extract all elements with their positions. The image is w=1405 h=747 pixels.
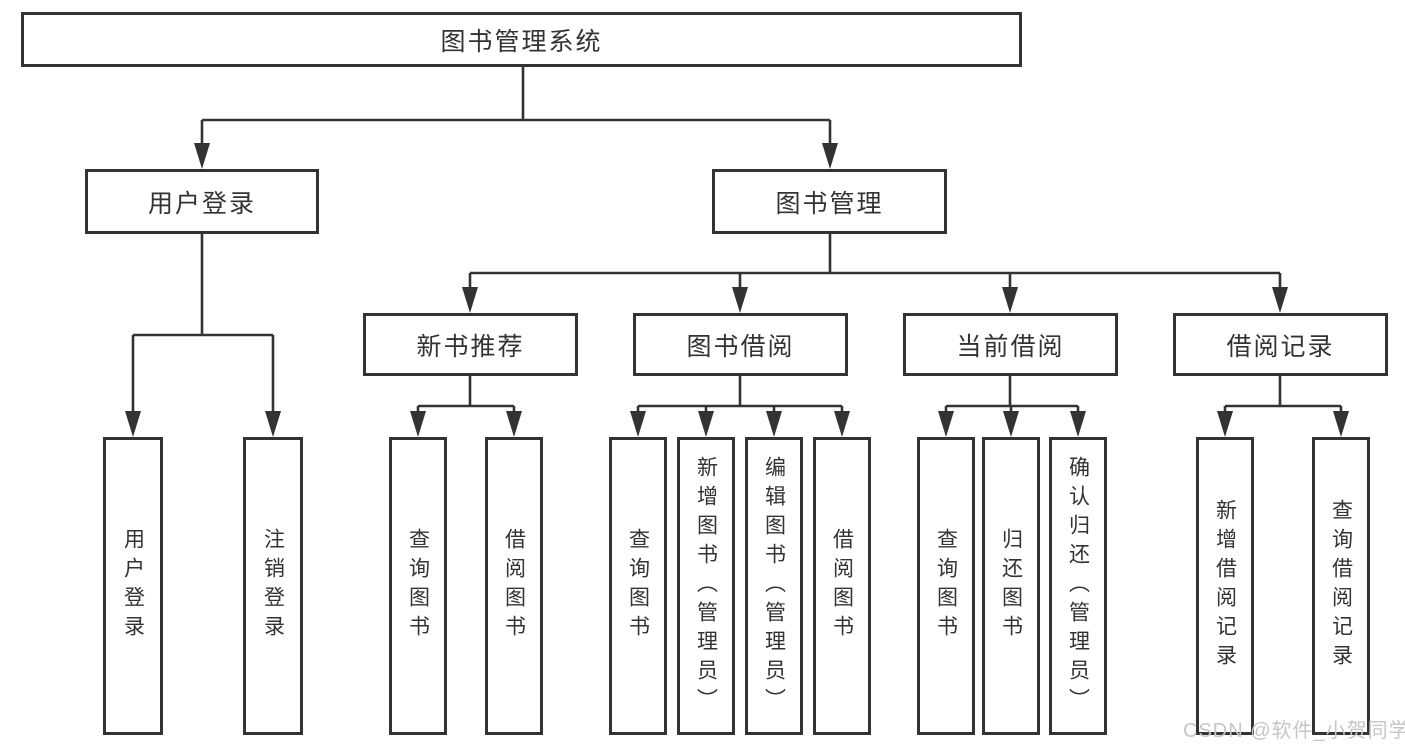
arrowhead	[698, 411, 714, 437]
node-root-label: 图书管理系统	[440, 27, 603, 56]
arrowhead	[1003, 411, 1019, 437]
arrowhead	[125, 411, 141, 437]
arrowhead	[265, 411, 281, 437]
node-user-login-leaf: 用户登录	[103, 437, 163, 735]
node-add-book-admin-label: 新增图书（管理员）	[694, 455, 718, 717]
node-user-login-leaf-label: 用户登录	[121, 528, 145, 644]
node-user-login-label: 用户登录	[147, 189, 256, 218]
arrowhead	[462, 287, 478, 313]
node-current-borrow-label: 当前借阅	[956, 332, 1065, 361]
connector-user-login-children	[125, 234, 281, 437]
node-query-books-current: 查询图书	[917, 437, 975, 735]
arrowhead	[834, 411, 850, 437]
arrowhead	[410, 411, 426, 437]
node-borrow-books-recommend-label: 借阅图书	[502, 528, 526, 644]
connector-borrow-records-children	[1217, 376, 1349, 437]
node-borrow-books-recommend: 借阅图书	[485, 437, 543, 735]
watermark: CSDN @软件_小贺同学	[1183, 720, 1405, 742]
arrowhead	[822, 143, 838, 169]
node-new-book-recommend: 新书推荐	[363, 313, 578, 376]
arrowhead	[630, 411, 646, 437]
node-book-management-label: 图书管理	[775, 189, 884, 218]
node-user-login: 用户登录	[85, 169, 319, 234]
node-query-books-current-label: 查询图书	[934, 528, 958, 644]
node-root: 图书管理系统	[21, 12, 1022, 67]
node-edit-book-admin: 编辑图书（管理员）	[745, 437, 803, 735]
arrowhead	[766, 411, 782, 437]
node-logout: 注销登录	[243, 437, 303, 735]
node-borrow-records: 借阅记录	[1173, 313, 1388, 376]
node-logout-label: 注销登录	[261, 528, 285, 644]
connector-current-borrow-children	[938, 376, 1086, 437]
node-return-book-label: 归还图书	[999, 528, 1023, 644]
node-query-books-borrow: 查询图书	[609, 437, 667, 735]
node-return-book: 归还图书	[982, 437, 1040, 735]
node-current-borrow: 当前借阅	[903, 313, 1118, 376]
node-borrow-records-label: 借阅记录	[1226, 332, 1335, 361]
node-add-borrow-record: 新增借阅记录	[1196, 437, 1254, 735]
arrowhead	[1217, 411, 1233, 437]
node-new-book-recommend-label: 新书推荐	[416, 332, 525, 361]
arrowhead	[1070, 411, 1086, 437]
node-query-books-recommend-label: 查询图书	[406, 528, 430, 644]
connector-root-to-level2	[194, 67, 838, 169]
connector-new-book-recommend-children	[410, 376, 522, 437]
arrowhead	[194, 143, 210, 169]
connector-book-management-children	[462, 234, 1288, 313]
arrowhead	[1333, 411, 1349, 437]
node-book-management: 图书管理	[712, 169, 947, 234]
node-borrow-books-leaf-label: 借阅图书	[830, 528, 854, 644]
node-book-borrow-label: 图书借阅	[686, 332, 795, 361]
node-query-books-borrow-label: 查询图书	[626, 528, 650, 644]
arrowhead	[938, 411, 954, 437]
node-query-borrow-record-label: 查询借阅记录	[1329, 499, 1353, 673]
node-book-borrow: 图书借阅	[633, 313, 848, 376]
arrowhead	[1002, 287, 1018, 313]
node-query-borrow-record: 查询借阅记录	[1312, 437, 1370, 735]
node-query-books-recommend: 查询图书	[389, 437, 447, 735]
node-edit-book-admin-label: 编辑图书（管理员）	[762, 455, 786, 717]
node-add-book-admin: 新增图书（管理员）	[677, 437, 735, 735]
arrowhead	[506, 411, 522, 437]
node-confirm-return-admin: 确认归还（管理员）	[1049, 437, 1107, 735]
connector-book-borrow-children	[630, 376, 850, 437]
arrowhead	[1272, 287, 1288, 313]
arrowhead	[732, 287, 748, 313]
node-add-borrow-record-label: 新增借阅记录	[1213, 499, 1237, 673]
node-confirm-return-admin-label: 确认归还（管理员）	[1066, 455, 1090, 717]
node-borrow-books-leaf: 借阅图书	[813, 437, 871, 735]
